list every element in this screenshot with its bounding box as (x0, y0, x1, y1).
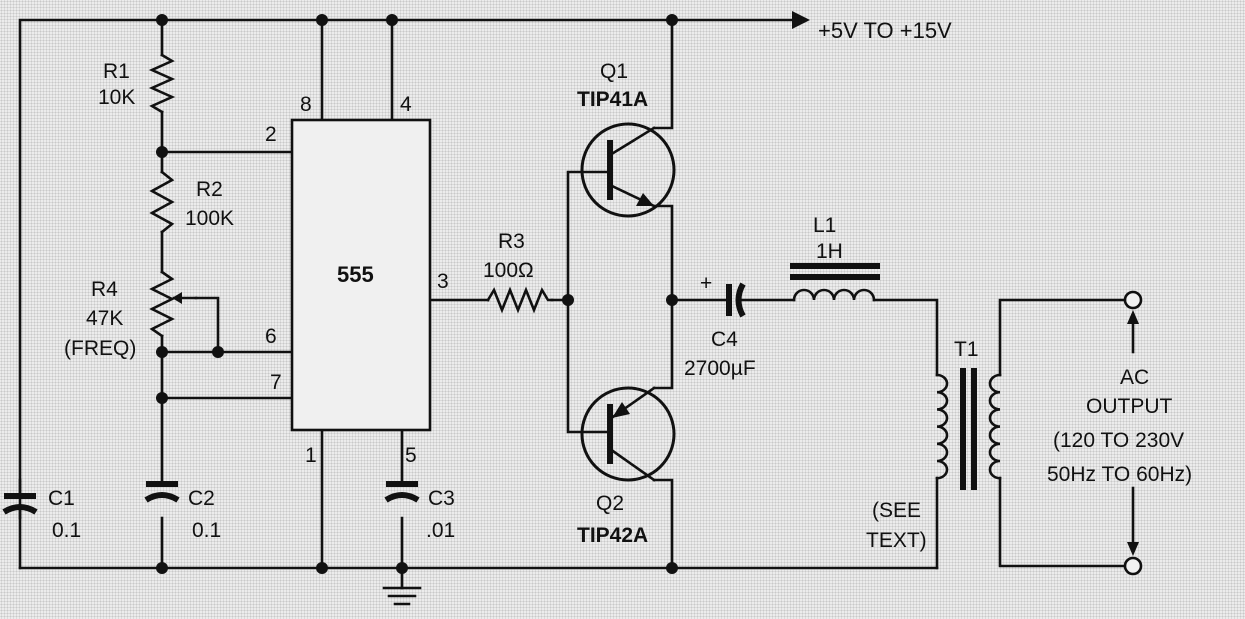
output-line2: OUTPUT (1086, 395, 1173, 418)
t1-note-line1: (SEE (872, 499, 921, 522)
pin-1-label: 1 (305, 444, 317, 467)
r3-value: 100Ω (483, 259, 534, 282)
l1-ref: L1 (813, 214, 836, 237)
c2-symbol (144, 481, 180, 503)
l1-inductor (790, 263, 880, 302)
q1-transistor (580, 122, 676, 218)
t1-note-line2: TEXT) (866, 529, 927, 552)
q1-part: TIP41A (577, 88, 648, 111)
pin-5-label: 5 (405, 444, 417, 467)
ic-pin-labels: 8 4 2 6 7 3 1 5 (265, 93, 449, 467)
c3-ref: C3 (428, 487, 455, 510)
r4-value: 47K (86, 307, 123, 330)
output-line1: AC (1120, 366, 1149, 389)
pin-3-label: 3 (437, 270, 449, 293)
c1-symbol (2, 478, 38, 520)
l1-value: 1H (816, 240, 843, 263)
wires (18, 18, 1127, 590)
output-line4: 50Hz TO 60Hz) (1047, 463, 1192, 486)
ic-555: 555 (290, 118, 432, 432)
output-line3: (120 TO 230V (1053, 429, 1184, 452)
c4-polarity: + (700, 272, 712, 295)
ground-symbol (382, 586, 422, 606)
pin-7-label: 7 (270, 371, 282, 394)
pin-4-label: 4 (400, 93, 412, 116)
t1-transformer (935, 368, 1002, 490)
r4-note: (FREQ) (64, 337, 136, 360)
c4-ref: C4 (711, 328, 738, 351)
r4-ref: R4 (91, 278, 118, 301)
supply-label: +5V TO +15V (818, 18, 952, 43)
c3-symbol (384, 481, 420, 503)
q1-ref: Q1 (600, 60, 628, 83)
r1-value: 10K (98, 86, 135, 109)
c4-symbol: + (700, 272, 746, 318)
pin-8-label: 8 (300, 93, 312, 116)
r1-ref: R1 (103, 60, 130, 83)
r1-symbol (148, 53, 176, 114)
supply-rail (18, 18, 794, 570)
c3-value: .01 (426, 519, 455, 542)
t1-ref: T1 (954, 338, 979, 361)
ic-name: 555 (337, 262, 374, 287)
supply-arrow (792, 11, 810, 29)
output-terminals (1123, 290, 1143, 576)
c1-ref: C1 (48, 487, 75, 510)
c1-value: 0.1 (52, 519, 81, 542)
junction-dots (156, 14, 678, 574)
q2-ref: Q2 (596, 492, 624, 515)
q2-transistor (580, 386, 676, 482)
pin-6-label: 6 (265, 325, 277, 348)
r2-ref: R2 (196, 178, 223, 201)
c2-ref: C2 (188, 487, 215, 510)
r3-symbol (486, 286, 554, 314)
r2-value: 100K (185, 207, 234, 230)
ic-body (290, 118, 432, 432)
r4-symbol (149, 270, 175, 338)
r3-ref: R3 (498, 230, 525, 253)
r2-symbol (149, 170, 175, 234)
q2-part: TIP42A (577, 524, 648, 547)
c2-value: 0.1 (192, 519, 221, 542)
c4-value: 2700µF (684, 357, 756, 380)
r4-wiper-arrow (172, 292, 198, 304)
pin-2-label: 2 (265, 123, 277, 146)
